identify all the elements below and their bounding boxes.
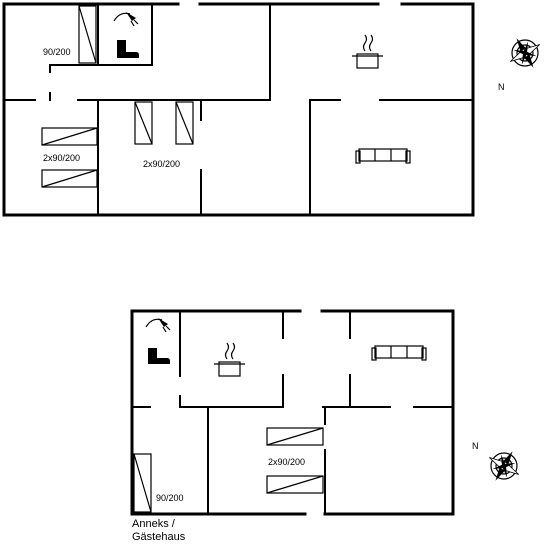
bed-single-annex bbox=[133, 453, 152, 513]
bed-label-single-annex: 90/200 bbox=[156, 493, 184, 503]
bed-label-double-mid: 2x90/200 bbox=[143, 159, 180, 169]
sofa-icon bbox=[355, 148, 411, 164]
annex-caption-line2: Gästehaus bbox=[132, 531, 186, 543]
annex-interior-walls bbox=[131, 310, 454, 515]
bed-double-left bbox=[41, 127, 98, 188]
sofa-icon bbox=[371, 345, 427, 361]
bed-label-double-annex: 2x90/200 bbox=[268, 457, 305, 467]
compass-rose-icon bbox=[489, 451, 519, 481]
bed-double-mid bbox=[134, 101, 194, 145]
cooking-pot-icon bbox=[352, 34, 383, 69]
bed-label-single: 90/200 bbox=[43, 47, 71, 57]
bed-single bbox=[78, 5, 97, 64]
shower-icon bbox=[113, 12, 139, 27]
bed-label-double-left: 2x90/200 bbox=[43, 153, 80, 163]
compass-north-label: N bbox=[498, 82, 505, 92]
toilet-icon bbox=[117, 40, 139, 58]
bed-double-annex bbox=[266, 427, 324, 494]
annex-outer-walls bbox=[130, 309, 455, 516]
annex: 2x90/200 90/200 Anneks / Gästehaus bbox=[130, 309, 455, 543]
annex-caption-line1: Anneks / bbox=[132, 518, 176, 530]
cooking-pot-icon bbox=[214, 342, 245, 377]
toilet-icon bbox=[148, 348, 170, 364]
main-house: 90/200 2x90/200 2x90/200 bbox=[2, 2, 475, 217]
compass-rose-icon bbox=[510, 38, 540, 68]
main-house-outer-walls bbox=[2, 2, 475, 217]
compass-north-label-annex: N bbox=[472, 441, 479, 451]
shower-icon bbox=[145, 318, 171, 333]
main-house-interior-walls bbox=[3, 3, 474, 216]
